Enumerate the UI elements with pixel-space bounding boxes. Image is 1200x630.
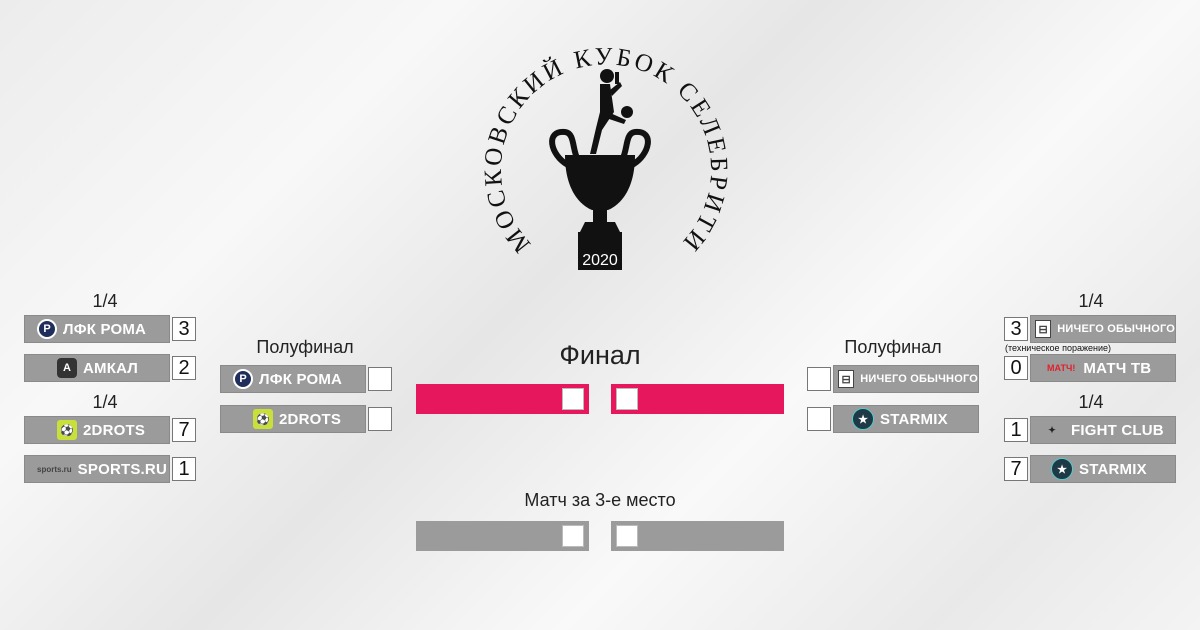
team-name: STARMIX (1079, 460, 1147, 478)
qf-left-1-label: 1/4 (92, 291, 118, 311)
score-box: 1 (172, 457, 196, 481)
technical-defeat-note: (техническое поражение) (1005, 343, 1111, 353)
field-logo-icon: ⊟ (838, 370, 855, 388)
starmix-logo-icon: ★ (852, 408, 874, 430)
team-name: 2DROTS (83, 421, 146, 439)
team-name: 2DROTS (279, 410, 342, 428)
sportsru-logo-icon: sports.ru (37, 464, 72, 474)
field-logo-icon: ⊟ (1035, 320, 1052, 338)
score-box: 3 (1004, 317, 1028, 341)
team-fightclub-qf[interactable]: ✦ FIGHT CLUB (1030, 416, 1176, 444)
third-slot-left (416, 521, 589, 551)
semi-left-label: Полуфинал (256, 337, 354, 357)
amkal-logo-icon: A (57, 358, 77, 378)
score-box: 1 (1004, 418, 1028, 442)
team-sportsru-qf[interactable]: sports.ru SPORTS.RU (24, 455, 170, 483)
team-name: FIGHT CLUB (1071, 421, 1164, 439)
score-box: 0 (1004, 356, 1028, 380)
team-name: НИЧЕГО ОБЫЧНОГО (860, 373, 978, 385)
final-score-right (616, 388, 638, 410)
score-box (368, 407, 392, 431)
fightclub-logo-icon: ✦ (1048, 424, 1056, 435)
qf-right-2-label: 1/4 (1078, 392, 1104, 412)
final-slot-right (611, 384, 784, 414)
team-roma-qf[interactable]: P ЛФК РОМА (24, 315, 170, 343)
final-label: Финал (559, 340, 641, 370)
qf-left-2-label: 1/4 (92, 392, 118, 412)
team-name: STARMIX (880, 410, 948, 428)
score-box: 2 (172, 356, 196, 380)
final-slot-left (416, 384, 589, 414)
team-nichego-semi[interactable]: ⊟ НИЧЕГО ОБЫЧНОГО (833, 365, 979, 393)
score-box (807, 407, 831, 431)
third-slot-right (611, 521, 784, 551)
team-2drots-semi[interactable]: ⚽ 2DROTS (220, 405, 366, 433)
team-name: АМКАЛ (83, 359, 139, 377)
third-score-left (562, 525, 584, 547)
team-nichego-qf[interactable]: ⊟ НИЧЕГО ОБЫЧНОГО (1030, 315, 1176, 343)
team-name: МАТЧ ТВ (1083, 359, 1152, 377)
score-box: 3 (172, 317, 196, 341)
team-name: ЛФК РОМА (259, 370, 343, 388)
team-name: SPORTS.RU (77, 460, 167, 478)
qf-right-1-label: 1/4 (1078, 291, 1104, 311)
roma-logo-icon: P (37, 319, 57, 339)
team-roma-semi[interactable]: P ЛФК РОМА (220, 365, 366, 393)
2drots-logo-icon: ⚽ (57, 420, 77, 440)
score-box (807, 367, 831, 391)
third-score-right (616, 525, 638, 547)
third-place-label: Матч за 3-е место (524, 490, 676, 510)
team-name: НИЧЕГО ОБЫЧНОГО (1057, 323, 1175, 335)
team-starmix-semi[interactable]: ★ STARMIX (833, 405, 979, 433)
team-2drots-qf[interactable]: ⚽ 2DROTS (24, 416, 170, 444)
score-box (368, 367, 392, 391)
final-score-left (562, 388, 584, 410)
team-amkal-qf[interactable]: A АМКАЛ (24, 354, 170, 382)
roma-logo-icon: P (233, 369, 253, 389)
2drots-logo-icon: ⚽ (253, 409, 273, 429)
logo-year: 2020 (582, 252, 618, 269)
trophy-icon (549, 69, 651, 270)
score-box: 7 (1004, 457, 1028, 481)
starmix-logo-icon: ★ (1051, 458, 1073, 480)
matchtv-logo-icon: МАТЧ! (1047, 363, 1076, 373)
score-box: 7 (172, 418, 196, 442)
tournament-logo: МОСКОВСКИЙ КУБОК СЕЛЕБРИТИ 2020 (450, 20, 750, 280)
team-matchtv-qf[interactable]: МАТЧ! МАТЧ ТВ (1030, 354, 1176, 382)
semi-right-label: Полуфинал (844, 337, 942, 357)
team-starmix-qf[interactable]: ★ STARMIX (1030, 455, 1176, 483)
team-name: ЛФК РОМА (63, 320, 147, 338)
